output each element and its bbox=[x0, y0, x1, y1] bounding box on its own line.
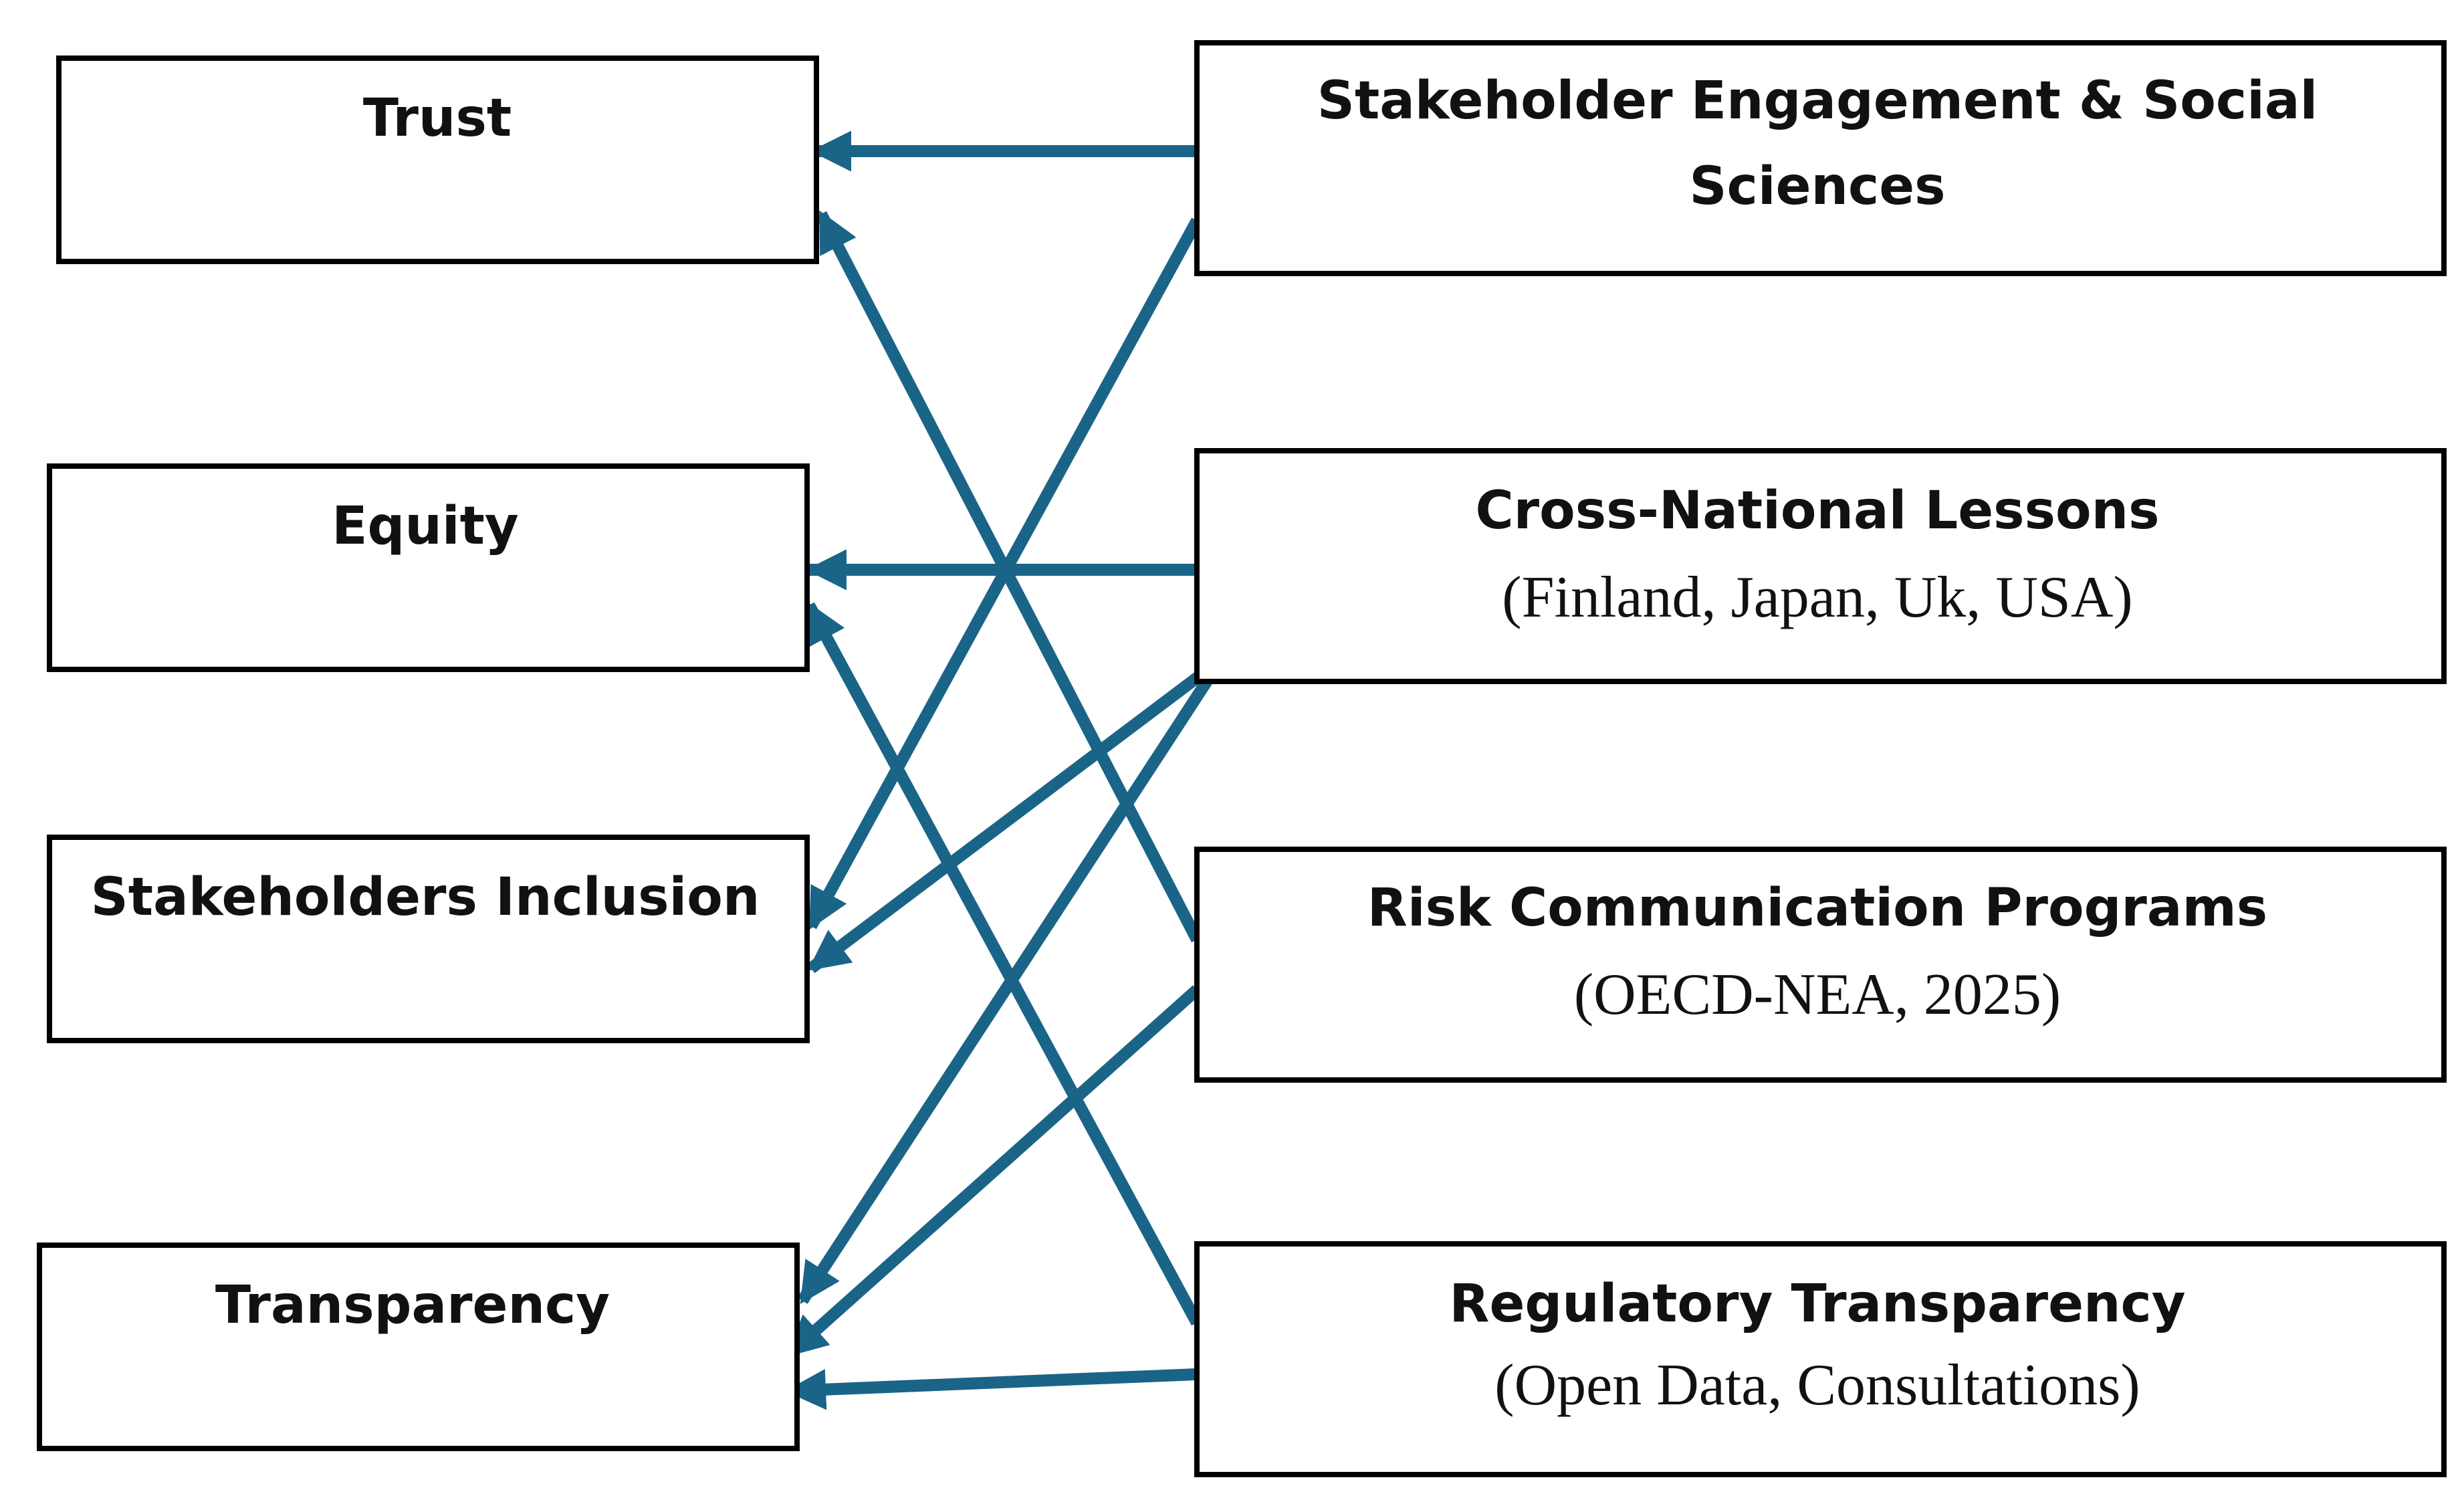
arrow-cross-national-to-inclusion bbox=[807, 663, 1213, 974]
source-title-risk-communication: Risk Communication Programs bbox=[1367, 878, 2267, 938]
arrows-layer bbox=[784, 130, 1214, 1410]
source-subtitle-regulatory: (Open Data, Consultations) bbox=[1494, 1353, 2140, 1418]
source-box-stakeholder-engagement: Stakeholder Engagement & Social Sciences bbox=[1194, 40, 2447, 276]
source-box-cross-national: Cross-National Lessons (Finland, Japan, … bbox=[1194, 448, 2447, 684]
arrow-risk-communication-to-transparency bbox=[785, 985, 1201, 1359]
source-title-cross-national: Cross-National Lessons bbox=[1475, 481, 2159, 541]
source-subtitle-cross-national: (Finland, Japan, Uk, USA) bbox=[1502, 565, 2132, 630]
source-title-stakeholder-engagement-line1: Stakeholder Engagement & Social bbox=[1317, 71, 2318, 131]
outcome-box-inclusion: Stakeholders Inclusion bbox=[47, 835, 810, 1043]
outcome-title-inclusion: Stakeholders Inclusion bbox=[91, 867, 760, 928]
outcome-box-trust: Trust bbox=[56, 56, 819, 264]
source-title-stakeholder-engagement-line2: Sciences bbox=[1689, 156, 1945, 217]
source-box-regulatory: Regulatory Transparency (Open Data, Cons… bbox=[1194, 1241, 2447, 1477]
source-title-regulatory: Regulatory Transparency bbox=[1449, 1274, 2185, 1334]
outcome-title-transparency: Transparency bbox=[215, 1275, 610, 1335]
arrow-risk-communication-to-trust bbox=[816, 210, 1202, 943]
outcome-box-transparency: Transparency bbox=[37, 1243, 800, 1451]
outcome-title-trust: Trust bbox=[363, 88, 512, 148]
arrow-cross-national-to-transparency bbox=[797, 675, 1214, 1305]
arrow-regulatory-to-equity bbox=[804, 601, 1202, 1326]
source-subtitle-risk-communication: (OECD-NEA, 2025) bbox=[1574, 962, 2061, 1027]
outcome-title-equity: Equity bbox=[332, 496, 519, 556]
source-box-risk-communication: Risk Communication Programs (OECD-NEA, 2… bbox=[1194, 847, 2447, 1083]
arrow-regulatory-to-transparency bbox=[784, 1368, 1198, 1410]
outcome-box-equity: Equity bbox=[47, 463, 810, 672]
